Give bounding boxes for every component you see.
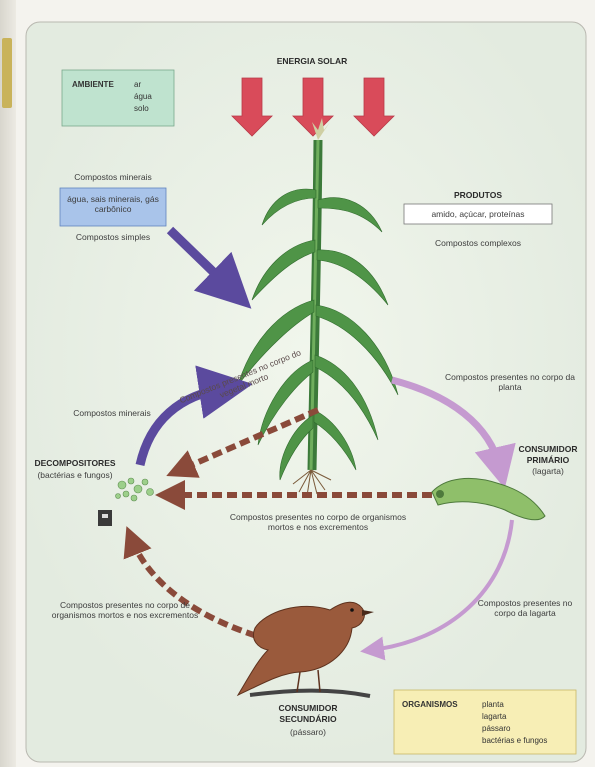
organismos-item: pássaro: [482, 724, 510, 734]
secundario-title-2: SECUNDÁRIO: [258, 714, 358, 724]
energy-title: ENERGIA SOLAR: [262, 56, 362, 66]
ambiente-box: [62, 70, 174, 126]
primario-title-1: CONSUMIDOR: [506, 444, 590, 454]
primario-sub: (lagarta): [506, 466, 590, 476]
produtos-items: amido, açúcar, proteínas: [404, 209, 552, 219]
sun-arrows: [232, 78, 394, 136]
minerais-items: água, sais minerais, gás carbônico: [62, 194, 164, 214]
label-decomposers-to-plant: Compostos minerais: [52, 408, 172, 418]
organismos-label: ORGANISMOS: [402, 700, 458, 710]
ambiente-label: AMBIENTE: [72, 80, 114, 90]
label-secondary-to-decomposers: Compostos presentes no corpo de organism…: [50, 600, 200, 620]
minerais-top-label: Compostos minerais: [60, 172, 166, 182]
label-plant-to-primary: Compostos presentes no corpo da planta: [440, 372, 580, 392]
secundario-sub: (pássaro): [258, 727, 358, 737]
ambiente-item: água: [134, 92, 152, 102]
minerais-bottom-label: Compostos simples: [60, 232, 166, 242]
decompositores-sub: (bactérias e fungos): [30, 470, 120, 480]
produtos-note: Compostos complexos: [404, 238, 552, 248]
organismos-item: planta: [482, 700, 504, 710]
organismos-item: lagarta: [482, 712, 506, 722]
secundario-title-1: CONSUMIDOR: [258, 703, 358, 713]
organismos-item: bactérias e fungos: [482, 736, 547, 746]
label-primary-to-decomposers: Compostos presentes no corpo de organism…: [218, 512, 418, 532]
primario-title-2: PRIMÁRIO: [506, 455, 590, 465]
ambiente-item: solo: [134, 104, 149, 114]
decompositores-title: DECOMPOSITORES: [30, 458, 120, 468]
label-primary-to-secondary: Compostos presentes no corpo da lagarta: [470, 598, 580, 618]
produtos-label: PRODUTOS: [404, 190, 552, 200]
ambiente-item: ar: [134, 80, 141, 90]
